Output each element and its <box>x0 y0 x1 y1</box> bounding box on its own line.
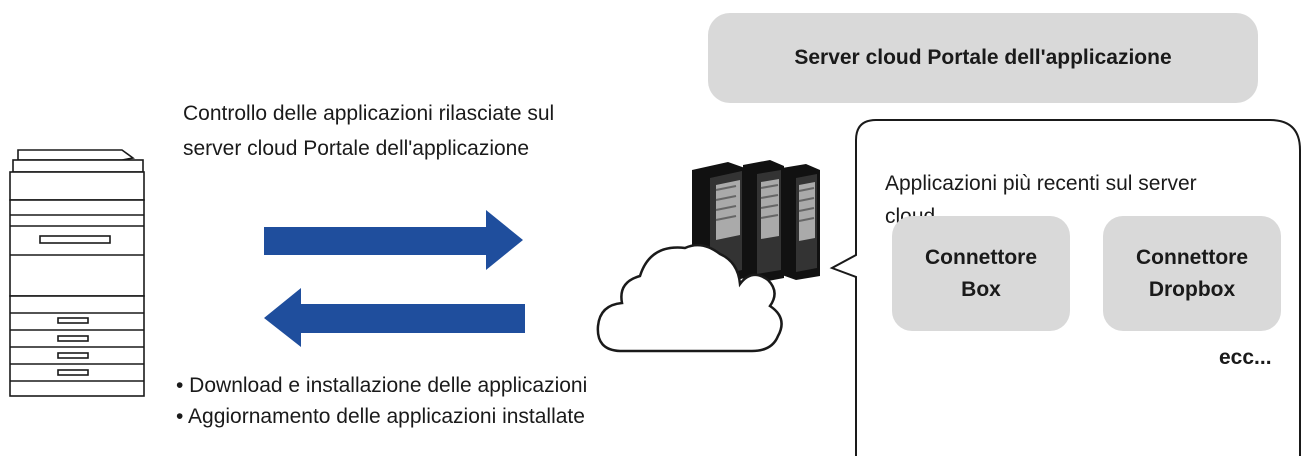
cloud-icon <box>596 243 783 353</box>
app-card-line-1: Connettore <box>925 245 1037 269</box>
intro-line-1: Controllo delle applicazioni rilasciate … <box>183 102 555 125</box>
app-card-line-2: Dropbox <box>1148 277 1236 301</box>
app-card-line-2: Box <box>961 277 1001 301</box>
printer-icon <box>9 149 145 397</box>
left-arrow <box>264 288 525 347</box>
app-card-line-1: Connettore <box>1136 245 1248 269</box>
bullet-list: • Download e installazione delle applica… <box>176 370 587 432</box>
bubble-heading-line-1: Applicazioni più recenti sul server <box>885 172 1197 195</box>
server-title-box: Server cloud Portale dell'applicazione <box>708 13 1258 103</box>
right-arrow <box>264 210 523 270</box>
app-card-dropbox: Connettore Dropbox <box>1103 216 1281 331</box>
server-title-text: Server cloud Portale dell'applicazione <box>794 46 1172 69</box>
etc-label: ecc... <box>1219 346 1272 369</box>
app-card-box: Connettore Box <box>892 216 1070 331</box>
speech-bubble <box>829 119 1301 456</box>
bullet-item: • Download e installazione delle applica… <box>176 374 588 397</box>
intro-text: Controllo delle applicazioni rilasciate … <box>183 96 554 166</box>
intro-line-2: server cloud Portale dell'applicazione <box>183 137 530 160</box>
bullet-item: • Aggiornamento delle applicazioni insta… <box>176 405 585 428</box>
